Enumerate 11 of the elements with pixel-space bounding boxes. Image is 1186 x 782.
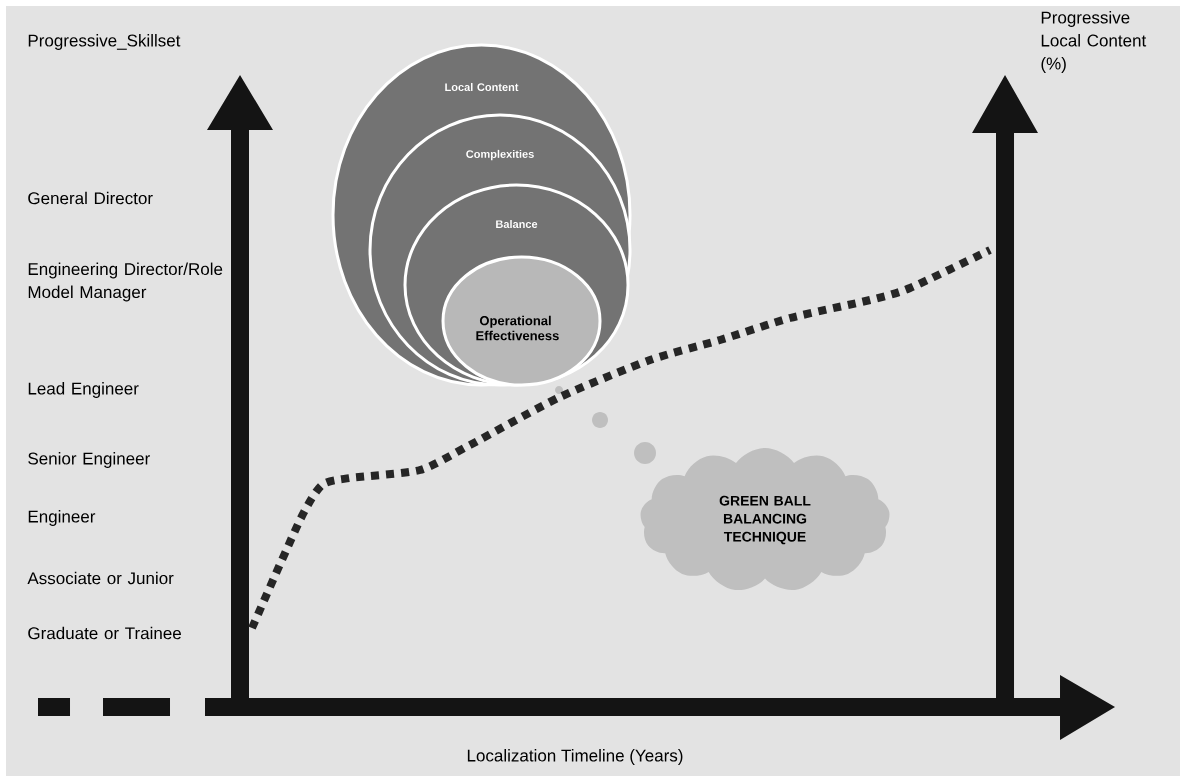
level-label: Graduate or Trainee (28, 626, 181, 640)
level-label: Senior Engineer (28, 452, 150, 468)
axis-title: Localization Timeline (Years) (467, 749, 683, 765)
cloud: GREEN BALL BALANCING TECHNIQUE (640, 448, 890, 591)
axis-title: Progressive_Skillset (28, 34, 181, 50)
axis-title: Progressive Local Content (%) (1041, 11, 1147, 73)
level-label: Associate or Junior (27, 571, 174, 585)
level-label: General Director (28, 191, 153, 205)
level-label: Lead Engineer (28, 382, 139, 398)
level-label: Engineering Director/Role Model Manager (28, 262, 223, 302)
level-label: Engineer (28, 510, 96, 526)
